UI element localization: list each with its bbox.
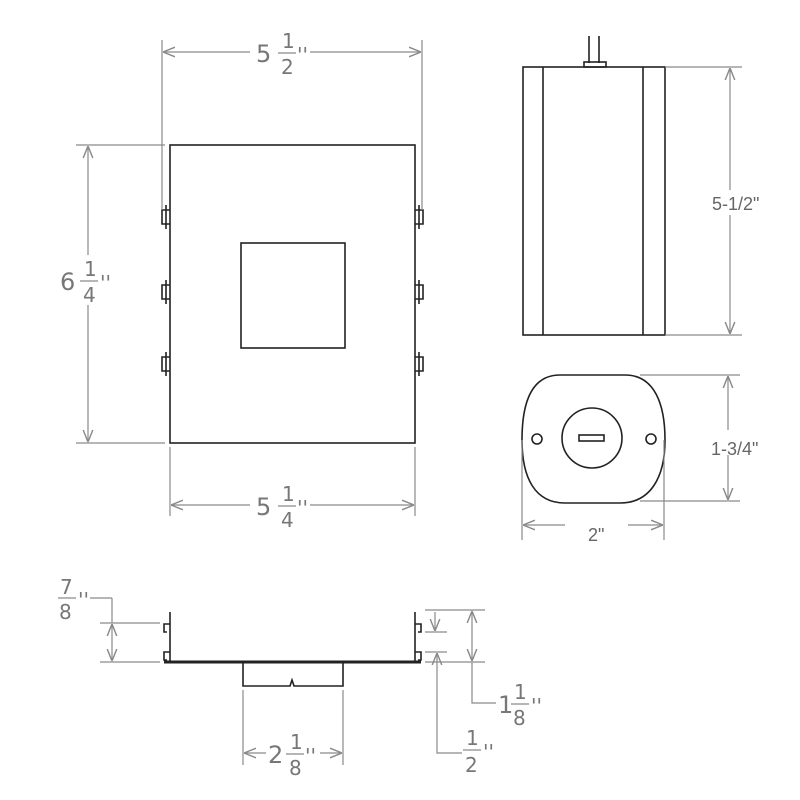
dim-side-height: 5-1/2" [712, 194, 759, 214]
junction-box [242, 662, 344, 687]
slot [578, 434, 605, 442]
dim-denominator: 4 [281, 508, 294, 532]
dimension-total-height: 1 1 8 '' [425, 609, 542, 730]
dim-denominator: 8 [513, 706, 526, 730]
dim-unit: '' [100, 271, 111, 295]
dim-numerator: 1 [466, 726, 479, 750]
clip-hooks [163, 623, 422, 661]
dim-numerator: 1 [282, 482, 295, 506]
dimension-top-width: 5 1 2 '' [161, 29, 423, 210]
dim-denominator: 2 [465, 753, 478, 777]
wire-grommet [583, 61, 607, 68]
side-view: 5-1/2" [522, 36, 759, 336]
dim-numerator: 1 [290, 730, 303, 754]
dimension-offset: 1 2 '' [437, 653, 494, 777]
mounting-hole-right [645, 433, 657, 445]
dim-unit: '' [297, 496, 308, 520]
dim-end-width: 2" [588, 525, 604, 545]
dim-unit: '' [297, 43, 308, 67]
dim-numerator: 1 [84, 257, 97, 281]
dimension-bottom-width: 5 1 4 '' [169, 447, 416, 532]
dim-whole: 5 [256, 493, 271, 521]
front-view: 5 1 2 '' 6 1 4 '' 5 1 4 '' [60, 29, 424, 532]
dim-denominator: 2 [281, 55, 294, 79]
dim-unit: '' [483, 740, 494, 764]
dim-numerator: 1 [282, 29, 295, 53]
dimension-clip-height: 7 8 '' [58, 575, 160, 663]
dim-unit: '' [305, 744, 316, 768]
dimension-box-width: 2 1 8 '' [242, 690, 344, 780]
dim-whole: 2 [268, 741, 283, 769]
dim-whole: 5 [256, 40, 271, 68]
dim-denominator: 8 [59, 600, 72, 624]
mounting-brackets [161, 205, 424, 376]
dim-whole: 6 [60, 268, 75, 296]
dim-whole: 1 [498, 691, 513, 719]
knockout-circle [561, 407, 623, 469]
dim-end-height: 1-3/4" [711, 439, 758, 459]
dim-denominator: 4 [83, 283, 96, 307]
dim-denominator: 8 [289, 756, 302, 780]
box-seams [542, 67, 644, 335]
housing-outline [169, 144, 416, 444]
end-plate-outline [521, 374, 666, 504]
end-view: 1-3/4" 2" [521, 374, 758, 545]
wire [588, 36, 600, 63]
dim-numerator: 1 [514, 680, 527, 704]
dimension-left-height: 6 1 4 '' [60, 144, 165, 444]
dim-unit: '' [531, 694, 542, 718]
dim-unit: '' [78, 588, 89, 612]
dim-numerator: 7 [60, 575, 73, 599]
mounting-hole-left [531, 433, 543, 445]
section-view: 7 8 '' 1 1 8 '' 1 2 '' 2 1 8 '' [58, 575, 542, 780]
center-opening [240, 242, 346, 349]
side-walls [169, 612, 416, 662]
